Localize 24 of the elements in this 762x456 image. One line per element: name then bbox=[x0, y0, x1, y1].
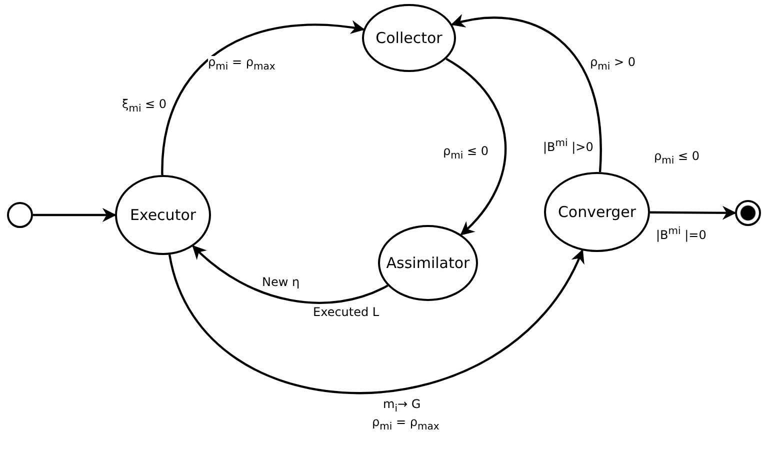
arrow bbox=[168, 249, 584, 394]
state-name: Collector bbox=[376, 29, 442, 47]
edge-label: ρ$_{mi}$ = ρ$_{max}$ bbox=[208, 56, 276, 72]
state-name: Executor bbox=[130, 206, 196, 224]
arrow bbox=[33, 208, 116, 222]
condition-label: |B$^{mi}$ |=0 bbox=[656, 226, 706, 242]
condition-label: |B$^{mi}$ |>0 bbox=[543, 138, 594, 154]
arrow bbox=[450, 14, 602, 172]
condition-label: Executed L bbox=[313, 306, 380, 320]
edge-label: New η bbox=[262, 276, 300, 290]
final-state-circle bbox=[735, 200, 761, 226]
arrow bbox=[161, 20, 365, 176]
state-name: Assimilator bbox=[386, 254, 470, 272]
edge-label: ρ$_{mi}$ ≤ 0 bbox=[443, 145, 488, 162]
arrow bbox=[192, 245, 388, 304]
edge-label: ρ$_{mi}$ ≤ 0 bbox=[654, 150, 700, 166]
edge-label: ρ$_{mi}$ > 0 bbox=[590, 56, 636, 72]
condition-label: ξ$_{mi}$ ≤ 0 bbox=[122, 98, 167, 114]
initial-state-circle bbox=[7, 202, 33, 228]
state-name: Converger bbox=[558, 203, 636, 221]
edge-label: m$_{i}$→ G bbox=[383, 398, 421, 414]
arrow bbox=[446, 58, 506, 236]
condition-label: ρ$_{mi}$ = ρ$_{max}$ bbox=[372, 416, 440, 432]
arrow bbox=[650, 206, 736, 220]
